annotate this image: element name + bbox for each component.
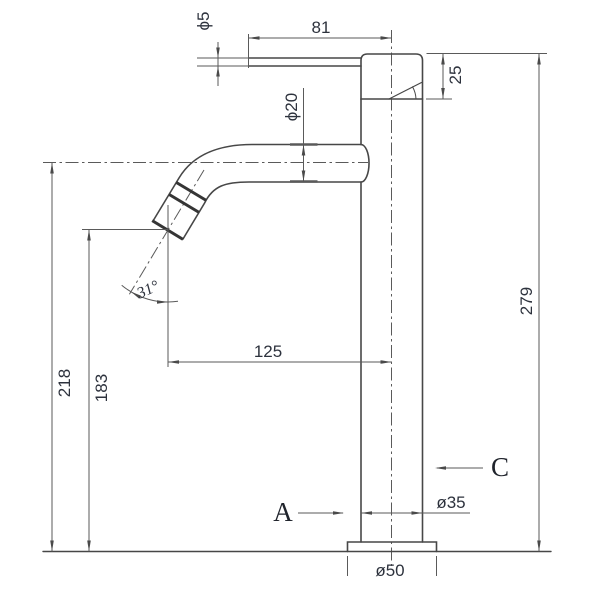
dim-lever-tip-diameter: ϕ5	[194, 12, 213, 31]
phi5-arrow-down-icon	[216, 47, 220, 58]
faucet-outline	[42, 53, 552, 553]
dim81-arrow-left-icon	[248, 36, 260, 40]
dim-body-diameter: ø35	[436, 493, 465, 512]
dim-base-diameter: ø50	[375, 561, 404, 580]
dim218-arrow-up-icon	[50, 162, 54, 174]
base-flange-outline	[346, 541, 438, 553]
dim218-arrow-down-icon	[50, 540, 54, 552]
spout-inner-edge	[182, 181, 362, 240]
dim125-arrow-right-icon	[380, 360, 392, 364]
angle-arc	[121, 284, 179, 303]
handle-tilt-arc	[412, 86, 417, 100]
dim-spout-tube-diameter: ϕ20	[282, 93, 301, 121]
dim183-arrow-up-icon	[87, 229, 91, 241]
dim25-arrow-up-icon	[441, 53, 445, 65]
phi5-arrow-up-icon	[216, 66, 220, 77]
dim125-arrow-left-icon	[168, 360, 179, 364]
phi35-arrow-right-icon	[411, 511, 423, 515]
dim183-arrow-down-icon	[87, 540, 91, 552]
dimension-texts: ϕ5 81 25 ϕ20 31° 125 183 218 279 ø35 ø50…	[55, 12, 536, 580]
label-inlet-c: C	[491, 452, 509, 482]
dim-outlet-height: 183	[92, 374, 111, 402]
dim-cap-height: 25	[446, 66, 465, 85]
dim25-arrow-down-icon	[441, 88, 445, 99]
arrowheads	[50, 36, 541, 552]
dim81-arrow-right-icon	[380, 36, 392, 40]
dim279-arrow-up-icon	[537, 53, 541, 65]
handle-tilt-line	[388, 81, 423, 100]
spout-joint-bulge	[360, 143, 370, 183]
dim-lever-length: 81	[312, 18, 331, 37]
dim-spout-centerline-height: 218	[55, 369, 74, 397]
angle-arc-arrow-left-icon	[131, 291, 141, 299]
spout-outer-edge	[152, 143, 362, 222]
aerator-ring-line-1	[175, 181, 207, 202]
aerator-ring-line-2	[168, 193, 200, 214]
label-inlet-a: A	[273, 497, 293, 527]
spout-tip-axis-centerline	[128, 169, 205, 295]
label-a-arrow-icon	[333, 511, 344, 515]
centerlines	[43, 30, 392, 566]
dim-overall-height: 279	[517, 287, 536, 315]
dim279-arrow-down-icon	[537, 540, 541, 552]
dimension-lines	[51, 34, 547, 576]
phi35-arrow-left-icon	[361, 511, 372, 515]
angle-arc-arrow-right-icon	[157, 300, 168, 304]
label-c-arrow-icon	[435, 466, 446, 470]
dim-spout-reach: 125	[254, 342, 282, 361]
phi20-arrow-down-icon	[301, 170, 306, 182]
phi20-arrow-up-icon	[301, 144, 306, 156]
